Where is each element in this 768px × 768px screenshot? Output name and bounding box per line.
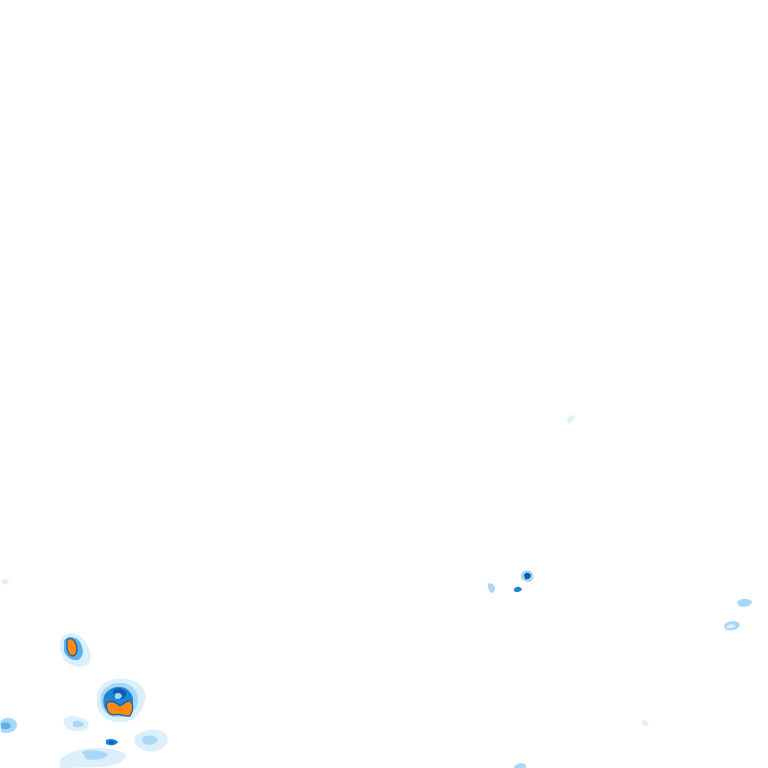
precip-echo-east-edge xyxy=(514,598,752,768)
precip-echo-left-edge xyxy=(0,717,18,734)
precip-echo-left-speck xyxy=(2,578,9,585)
precip-echo-south-cluster xyxy=(60,716,168,768)
precip-echo-west-cell xyxy=(60,633,91,667)
precip-echo-main-cell xyxy=(97,678,146,723)
precip-echo-central-east xyxy=(487,415,575,593)
